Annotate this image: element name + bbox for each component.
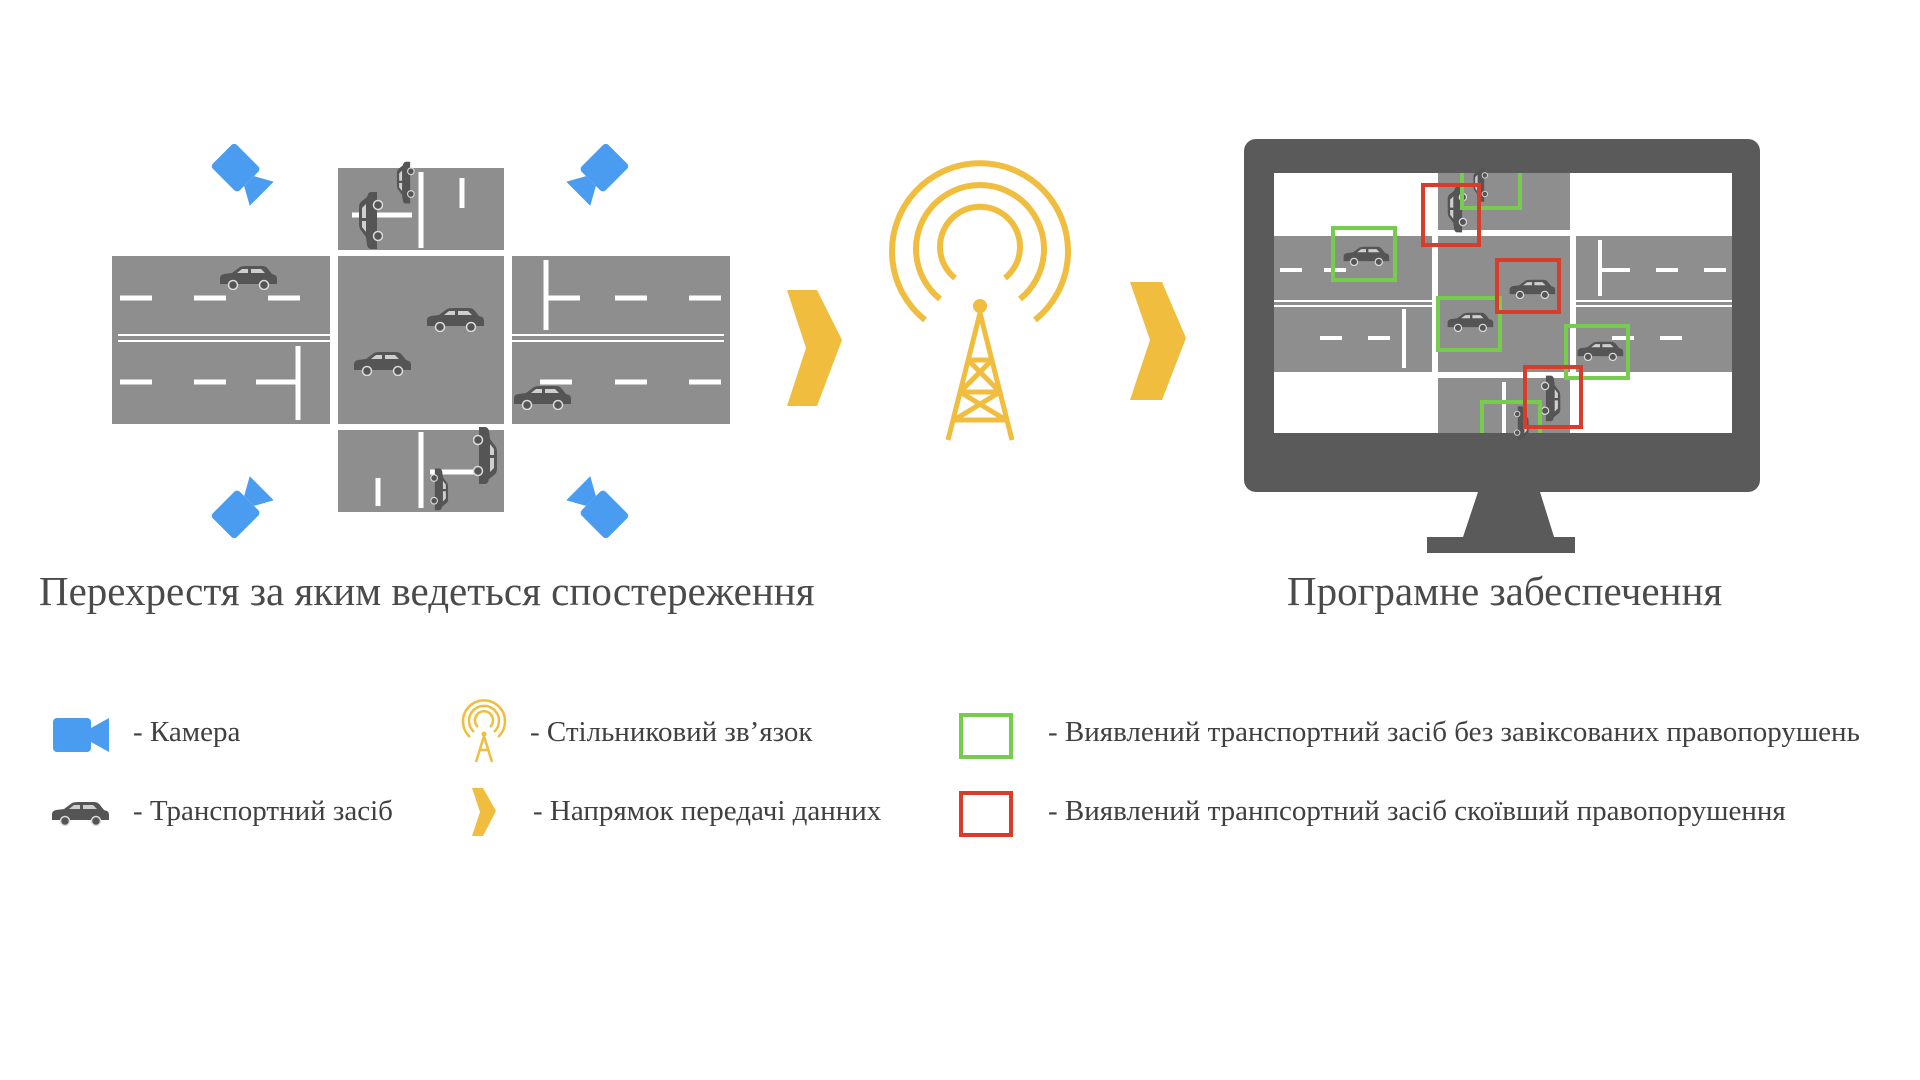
legend-arrow-icon [472, 788, 496, 836]
data-direction-arrow-icon [787, 290, 842, 406]
intersection-caption: Перехрестя за яким ведеться спостереженн… [39, 568, 815, 614]
legend-camera-icon [53, 718, 109, 752]
legend-cellular-label: - Стільниковий зв’язок [530, 716, 813, 748]
intersection-diagram [112, 142, 730, 540]
legend-red-box-icon [959, 791, 1013, 837]
legend-cell-tower-icon [461, 699, 507, 763]
monitor [1244, 139, 1760, 553]
camera-icon [566, 476, 630, 540]
cell-tower-icon [889, 160, 1071, 441]
camera-icon [210, 142, 274, 206]
camera-icon [566, 142, 630, 206]
camera-icon [210, 476, 274, 540]
data-direction-arrow-icon [1130, 282, 1186, 400]
software-caption: Програмне забеспечення [1287, 568, 1723, 614]
monitor-screen-view [1274, 167, 1732, 441]
legend-violation-vehicle-label: - Виявлений транпсортний засіб скоївший … [1048, 795, 1786, 827]
legend-vehicle-label: - Транспортний засіб [133, 795, 393, 827]
legend-direction-label: - Напрямок передачі данних [533, 795, 882, 827]
legend-green-box-icon [959, 713, 1013, 759]
legend-ok-vehicle-label: - Виявлений транспортний засіб без завік… [1048, 716, 1860, 748]
legend-car-icon [51, 801, 110, 826]
legend-camera-label: - Камера [133, 716, 241, 748]
